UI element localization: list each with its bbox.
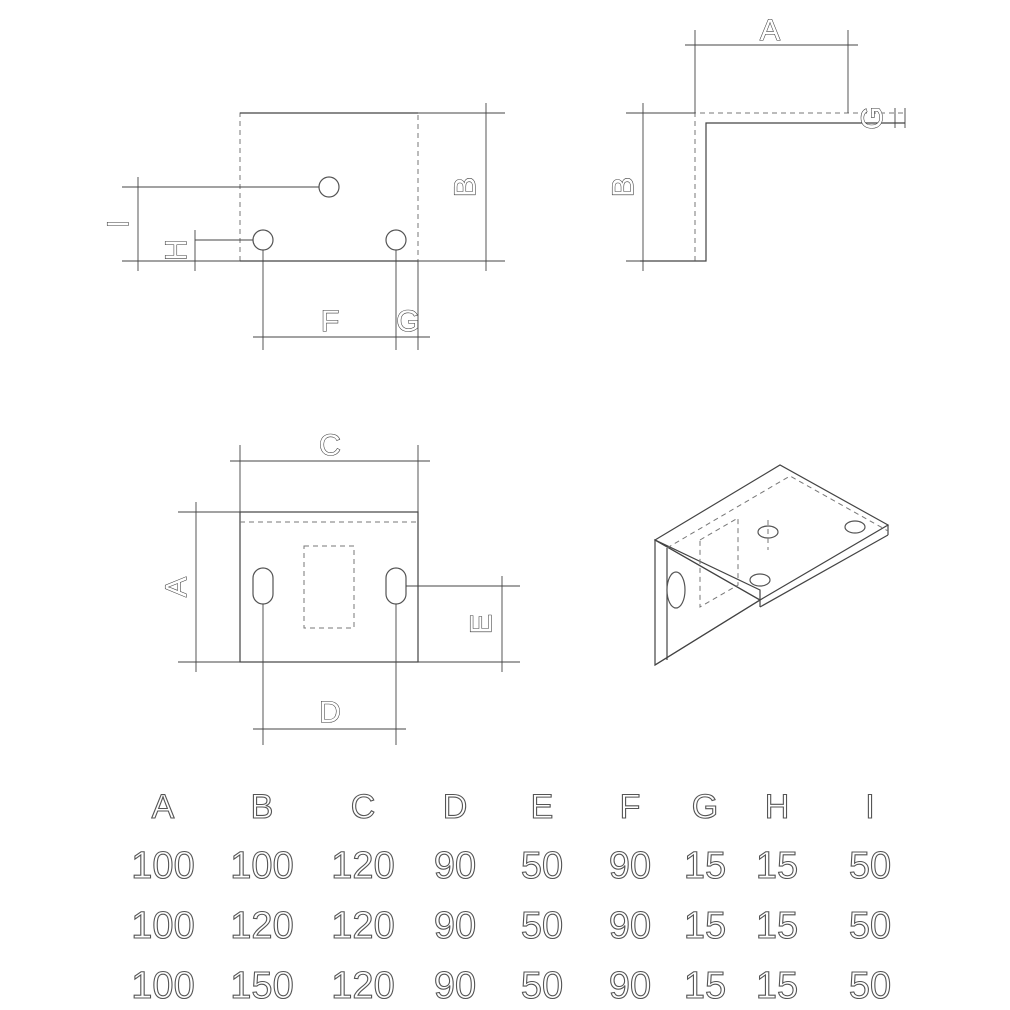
table-cell: 100 xyxy=(131,905,194,947)
table-header-E: E xyxy=(531,788,554,826)
plan-dim-D: D xyxy=(319,696,341,729)
slot-left xyxy=(252,567,274,605)
table-cell: 90 xyxy=(609,845,651,887)
table-cell: 50 xyxy=(849,965,891,1007)
dimension-table: A B C D E F G H I 100 100 120 90 50 90 15 15 50 100 120 120 9… xyxy=(131,787,892,1007)
table-cell: 100 xyxy=(131,965,194,1007)
table-cell: 50 xyxy=(521,845,563,887)
table-cell: 15 xyxy=(756,905,798,947)
plan-dim-A: A xyxy=(160,577,193,597)
hole-bottom-left xyxy=(252,229,274,251)
iso-hole-3 xyxy=(749,573,771,587)
plan-view: C A D E xyxy=(159,428,520,745)
table-cell: 90 xyxy=(434,845,476,887)
top-plate-outline xyxy=(239,511,419,663)
plan-dim-C: C xyxy=(319,429,341,462)
table-cell: 50 xyxy=(849,845,891,887)
table-header-G: G xyxy=(692,788,718,826)
side-dim-G: G xyxy=(856,106,889,129)
table-header-B: B xyxy=(251,788,274,826)
table-header-C: C xyxy=(351,788,376,826)
table-header-I: I xyxy=(865,788,874,826)
isometric-view xyxy=(653,464,890,667)
hole-top xyxy=(318,176,340,198)
side-dim-A: A xyxy=(760,14,780,47)
table-cell: 100 xyxy=(131,845,194,887)
table-cell: 15 xyxy=(684,845,726,887)
table-cell: 15 xyxy=(684,905,726,947)
center-slot xyxy=(303,545,355,629)
front-dim-H: H xyxy=(160,239,193,261)
slot-right xyxy=(385,567,407,605)
hole-bottom-right xyxy=(385,229,407,251)
table-header-F: F xyxy=(620,788,641,826)
front-dim-F: F xyxy=(321,305,339,338)
table-cell: 100 xyxy=(230,845,293,887)
table-cell: 15 xyxy=(756,965,798,1007)
table-cell: 15 xyxy=(684,965,726,1007)
table-cell: 90 xyxy=(434,905,476,947)
table-cell: 50 xyxy=(849,905,891,947)
front-dim-I: I xyxy=(102,220,135,228)
table-cell: 120 xyxy=(331,845,394,887)
table-cell: 120 xyxy=(331,965,394,1007)
table-header-D: D xyxy=(443,788,468,826)
side-view: B A G xyxy=(606,13,906,271)
table-cell: 120 xyxy=(331,905,394,947)
iso-hole-1 xyxy=(844,520,866,534)
table-cell: 90 xyxy=(609,965,651,1007)
front-dim-B: B xyxy=(449,177,482,197)
table-cell: 90 xyxy=(434,965,476,1007)
side-dim-B: B xyxy=(607,177,640,197)
front-dim-G: G xyxy=(396,305,419,338)
table-cell: 90 xyxy=(609,905,651,947)
table-cell: 15 xyxy=(756,845,798,887)
table-header-A: A xyxy=(152,788,175,826)
front-view: B I H F G xyxy=(101,103,505,350)
iso-slot-side xyxy=(666,571,686,609)
table-cell: 120 xyxy=(230,905,293,947)
bracket-profile xyxy=(640,122,905,262)
table-cell: 50 xyxy=(521,965,563,1007)
plan-dim-E: E xyxy=(465,614,498,634)
table-cell: 150 xyxy=(230,965,293,1007)
table-header-H: H xyxy=(765,788,790,826)
table-cell: 50 xyxy=(521,905,563,947)
